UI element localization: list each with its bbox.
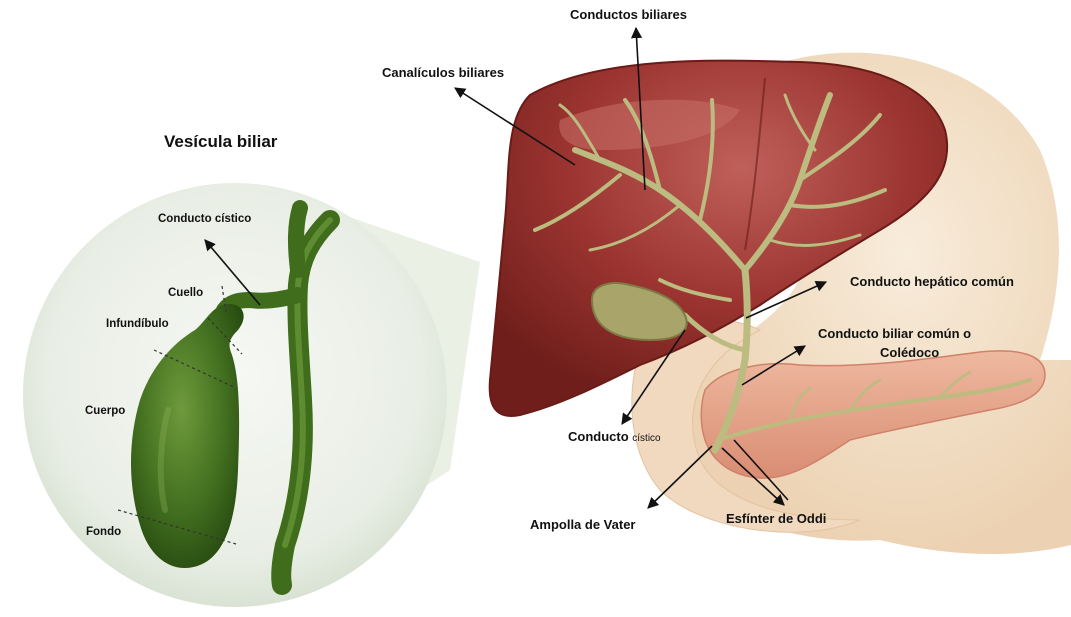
label-canaliculos-biliares: Canalículos biliares — [382, 66, 504, 81]
label-conducto-word: Conducto — [568, 429, 632, 444]
label-conducto-cistico-main: Conducto cístico — [568, 430, 661, 445]
label-cistico-small: cístico — [632, 433, 660, 444]
label-conducto-hepatico-comun: Conducto hepático común — [850, 275, 1014, 290]
title: Vesícula biliar — [164, 132, 277, 152]
label-ampolla-de-vater: Ampolla de Vater — [530, 518, 635, 533]
label-conducto-biliar-comun-l1: Conducto biliar común o — [818, 327, 971, 342]
label-cuello: Cuello — [168, 287, 203, 300]
duct-branch — [296, 208, 300, 270]
label-cuerpo: Cuerpo — [85, 405, 125, 418]
label-esfinter-de-oddi: Esfínter de Oddi — [726, 512, 826, 527]
label-fondo: Fondo — [86, 526, 121, 539]
label-conductos-biliares: Conductos biliares — [570, 8, 687, 23]
label-conducto-cistico: Conducto cístico — [158, 213, 251, 226]
label-conducto-biliar-comun-l2: Colédoco — [880, 346, 939, 361]
label-infundibulo: Infundíbulo — [106, 318, 169, 331]
